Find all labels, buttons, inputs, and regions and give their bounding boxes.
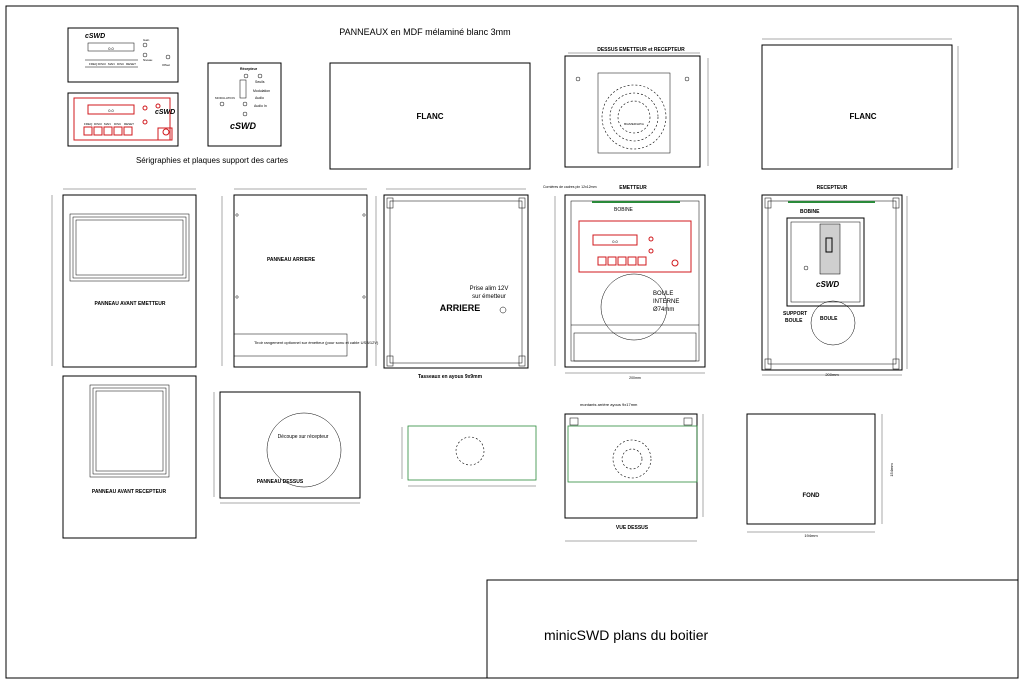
svg-text:FOND: FOND: [803, 493, 821, 499]
svg-text:Gain: Gain: [143, 38, 150, 42]
svg-text:BOULE: BOULE: [653, 291, 673, 297]
title-block: minicSWD plans du boitier: [486, 579, 1019, 679]
svg-text:VUE DESSUS: VUE DESSUS: [616, 525, 649, 531]
flanc-left-panel: FLANC: [329, 62, 531, 170]
svg-text:Découpe sur récepteur: Découpe sur récepteur: [278, 434, 329, 440]
title-block-text: minicSWD plans du boitier: [544, 627, 709, 643]
bottom-panel: FOND 154mm 194mm: [746, 413, 894, 538]
svg-text:MAN: MAN: [104, 122, 111, 126]
svg-text:FLANC: FLANC: [416, 112, 443, 121]
svg-text:INTERNE: INTERNE: [653, 299, 679, 305]
svg-text:200mm: 200mm: [629, 376, 641, 380]
svg-text:cSWD: cSWD: [85, 33, 105, 40]
svg-text:194mm: 194mm: [804, 533, 818, 538]
rear-view: Prise alim 12V sur émetteur ARRIERE Tass…: [375, 188, 529, 380]
svg-text:BOULE: BOULE: [785, 318, 803, 324]
svg-text:FREQ: FREQ: [84, 122, 93, 126]
svg-text:BOBINE: BOBINE: [800, 209, 820, 215]
flanc-right-panel: FLANC: [761, 38, 959, 170]
front-panel-receiver: PANNEAU AVANT RECEPTEUR: [62, 375, 197, 539]
svg-text:FREQ: FREQ: [89, 62, 98, 66]
top-view: montants arrière ayous 9x17mm VUE DESSUS: [564, 402, 704, 542]
svg-text:PANNEAU AVANT RECEPTEUR: PANNEAU AVANT RECEPTEUR: [92, 489, 167, 495]
sheet-border: [5, 5, 1019, 679]
svg-text:MAN: MAN: [108, 62, 115, 66]
svg-text:cSWD: cSWD: [155, 109, 175, 116]
svg-text:Modulation: Modulation: [253, 89, 270, 93]
top-panel: Découpe sur récepteur PANNEAU DESSUS: [213, 391, 361, 504]
receiver-serigraphy-plate: Récepteur Seuils Modulation Audio Audio …: [207, 62, 282, 147]
svg-text:EMETTEUR: EMETTEUR: [619, 185, 647, 191]
svg-text:PANNEAU ARRIERE: PANNEAU ARRIERE: [267, 257, 316, 263]
svg-text:ARRIERE: ARRIERE: [440, 303, 481, 313]
svg-text:RESET: RESET: [126, 62, 136, 66]
coil-support-plate: [401, 425, 537, 487]
svg-text:BOULE: BOULE: [820, 316, 838, 322]
svg-text:cSWD: cSWD: [816, 280, 839, 289]
emitter-serigraphy-plate: cSWD 0.0 Gain Niveau Offset FREQ DISCI M…: [67, 27, 179, 83]
svg-text:MODULATION: MODULATION: [215, 96, 235, 100]
svg-text:sur émetteur: sur émetteur: [472, 294, 506, 300]
emitter-support-plate: 0.0 FREQ DISCI MAN DISC RESET cSWD: [67, 92, 179, 147]
svg-text:RESET: RESET: [124, 122, 134, 126]
svg-text:200mm: 200mm: [825, 372, 839, 377]
svg-text:Offset: Offset: [162, 63, 170, 67]
emitter-section: Cornières de cadres pin 12x12mm EMETTEUR…: [543, 185, 706, 380]
svg-text:DISCI: DISCI: [98, 62, 106, 66]
svg-text:montants arrière ayous 9x17mm: montants arrière ayous 9x17mm: [580, 402, 638, 407]
serigraphy-caption: Sérigraphies et plaques support des cart…: [136, 156, 288, 165]
svg-text:DESSUS EMETTEUR et RECEPTEUR: DESSUS EMETTEUR et RECEPTEUR: [597, 47, 685, 53]
svg-text:DISC: DISC: [117, 62, 125, 66]
svg-text:Tasseaux en ayous 9x9mm: Tasseaux en ayous 9x9mm: [418, 374, 483, 380]
svg-text:PANNEAU DESSUS: PANNEAU DESSUS: [257, 479, 304, 485]
svg-text:Audio In: Audio In: [254, 104, 267, 108]
svg-text:0.0: 0.0: [612, 239, 618, 244]
dessus-panel: DESSUS EMETTEUR et RECEPTEUR BUZZER/HP/A: [564, 47, 709, 168]
svg-text:PANNEAU AVANT EMETTEUR: PANNEAU AVANT EMETTEUR: [95, 301, 166, 307]
sheet-header: PANNEAUX en MDF mélaminé blanc 3mm: [339, 27, 510, 37]
svg-text:SUPPORT: SUPPORT: [783, 311, 807, 317]
svg-text:FLANC: FLANC: [849, 112, 876, 121]
svg-text:Niveau: Niveau: [143, 58, 153, 62]
svg-text:BOBINE: BOBINE: [614, 207, 634, 213]
svg-text:DISCI: DISCI: [94, 122, 102, 126]
svg-text:DISC: DISC: [114, 122, 122, 126]
receiver-section: RECEPTEUR BOBINE cSWD SUPPORT BOULE BOUL…: [761, 185, 908, 377]
svg-text:Audio: Audio: [255, 96, 264, 100]
svg-text:BUZZER/HP/A: BUZZER/HP/A: [624, 122, 644, 126]
svg-text:Ø74mm: Ø74mm: [653, 307, 674, 313]
svg-text:Prise alim 12V: Prise alim 12V: [470, 286, 509, 292]
svg-text:Tiroir rangement optionnel sur: Tiroir rangement optionnel sur émetteur …: [254, 340, 379, 345]
svg-text:0.0: 0.0: [108, 46, 114, 51]
svg-text:RECEPTEUR: RECEPTEUR: [817, 185, 848, 191]
svg-text:Récepteur: Récepteur: [240, 67, 258, 71]
svg-text:Seuils: Seuils: [255, 80, 265, 84]
rear-panel-plate: PANNEAU ARRIERE Tiroir rangement optionn…: [221, 188, 379, 368]
svg-text:Cornières de cadres pin 12x12m: Cornières de cadres pin 12x12mm: [543, 185, 597, 189]
svg-text:0.0: 0.0: [108, 108, 114, 113]
front-panel-emitter: PANNEAU AVANT EMETTEUR: [51, 188, 197, 368]
svg-text:154mm: 154mm: [889, 463, 894, 477]
svg-text:cSWD: cSWD: [230, 121, 257, 131]
